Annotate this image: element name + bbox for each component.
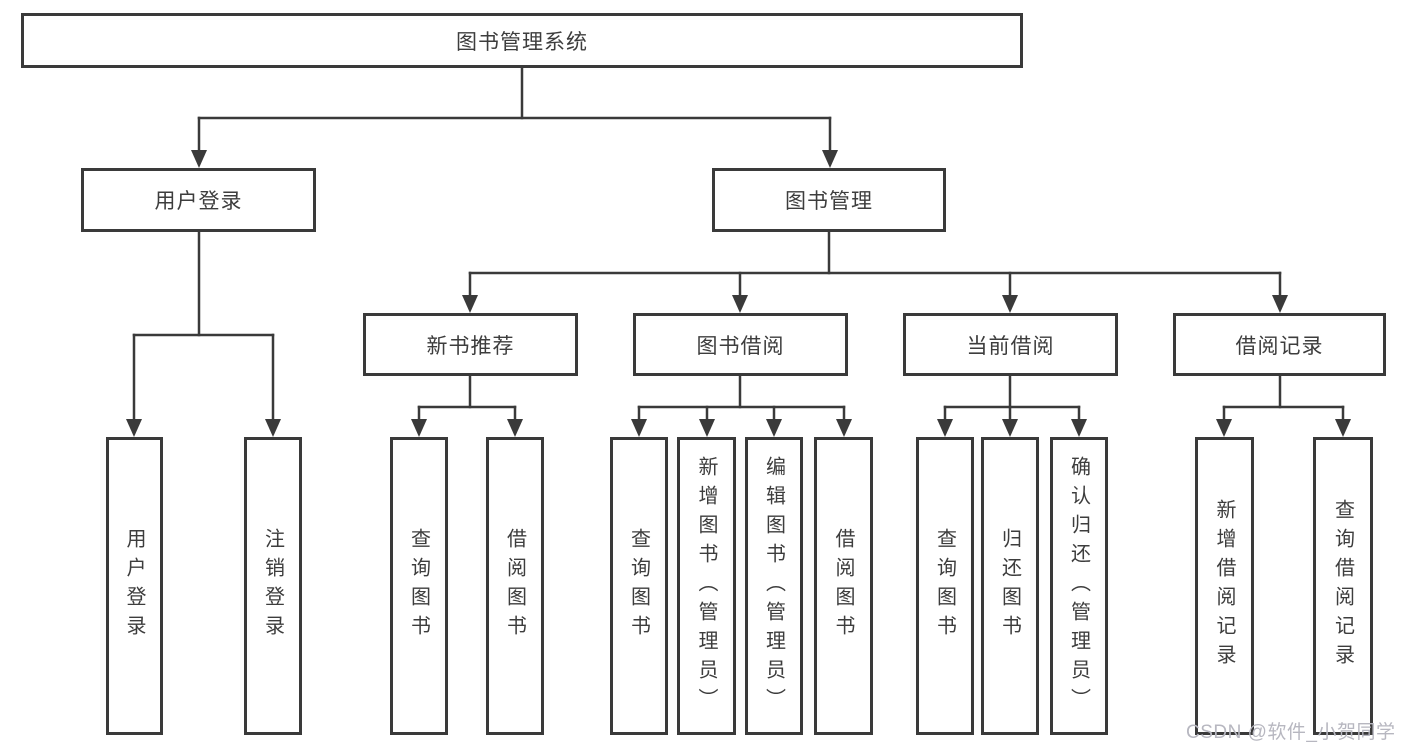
leaf-newbook-borrow-books: 借阅图书 xyxy=(486,437,544,735)
connector-borrowrecord-to-leaves xyxy=(1216,374,1351,437)
node-current-borrow: 当前借阅 xyxy=(903,313,1118,376)
leaf-newbook-query-books: 查询图书 xyxy=(390,437,448,735)
leaf-borrow-query-books: 查询图书 xyxy=(610,437,668,735)
connector-userlogin-to-leaves xyxy=(126,230,281,437)
node-new-book-recommend: 新书推荐 xyxy=(363,313,578,376)
connector-bookmgmt-to-level3 xyxy=(462,230,1288,313)
leaf-current-confirm-return-admin: 确认归还（管理员） xyxy=(1050,437,1108,735)
connector-root-to-level2 xyxy=(191,66,838,168)
node-user-login: 用户登录 xyxy=(81,168,316,232)
leaf-borrow-borrow-books: 借阅图书 xyxy=(814,437,873,735)
leaf-current-return-books: 归还图书 xyxy=(981,437,1039,735)
node-book-management: 图书管理 xyxy=(712,168,946,232)
node-book-borrow: 图书借阅 xyxy=(633,313,848,376)
connector-bookborrow-to-leaves xyxy=(631,374,852,437)
leaf-borrow-add-books-admin: 新增图书（管理员） xyxy=(677,437,736,735)
leaf-user-login: 用户登录 xyxy=(106,437,163,735)
connector-newbook-to-leaves xyxy=(411,374,523,437)
leaf-record-query-record: 查询借阅记录 xyxy=(1313,437,1373,735)
watermark-text: CSDN @软件_小贺同学 xyxy=(1186,722,1396,743)
leaf-borrow-edit-books-admin: 编辑图书（管理员） xyxy=(745,437,803,735)
node-root-system: 图书管理系统 xyxy=(21,13,1023,68)
leaf-logout-login: 注销登录 xyxy=(244,437,302,735)
leaf-record-add-record: 新增借阅记录 xyxy=(1195,437,1254,735)
leaf-current-query-books: 查询图书 xyxy=(916,437,974,735)
connector-currentborrow-to-leaves xyxy=(937,374,1087,437)
node-borrow-record: 借阅记录 xyxy=(1173,313,1386,376)
